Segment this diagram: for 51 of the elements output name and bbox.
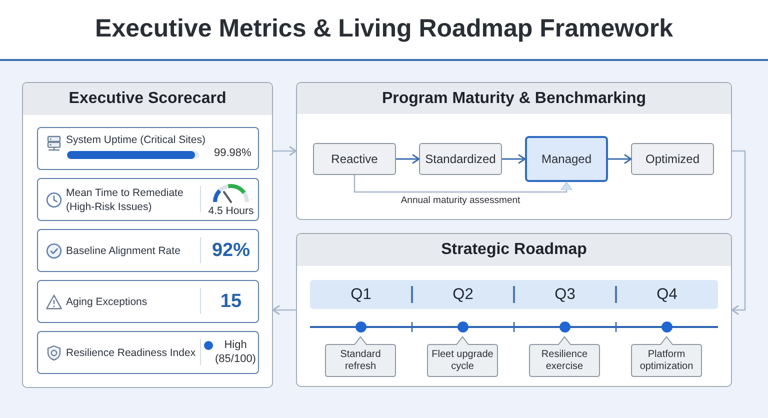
metric-card [37,127,259,170]
metric-card [37,280,259,323]
metric-value: 4.5 Hours [208,205,254,217]
stage-label: Reactive [331,152,378,166]
callout-box [427,336,498,377]
stage-box [631,143,714,175]
panel-title: Executive Scorecard [68,90,226,108]
quarter-label: Q2 [452,286,474,304]
callout-text: Fleet upgrade cycle [430,348,494,372]
stage-box [525,136,608,182]
panel-title: Program Maturity & Benchmarking [382,90,646,108]
quarter-label: Q1 [350,286,372,304]
metric-value: 99.98% [214,147,252,160]
metric-label: Resilience Readiness Index [66,346,196,360]
stage-label: Standardized [425,152,496,166]
arrow [396,154,420,164]
quarter-label: Q4 [656,286,678,304]
metric-label: Aging Exceptions [66,294,148,308]
arrow [272,305,296,315]
stage-box [313,143,396,175]
arrow [608,154,632,164]
panel [296,82,732,220]
metric-card [37,331,259,374]
panel [22,82,273,388]
arrow [502,154,526,164]
callout-box [631,336,702,377]
panel [296,233,732,387]
metric-value: 92% [212,240,250,262]
callout-box [529,336,600,377]
metric-label: Mean Time to Remediate (High-Risk Issues) [66,186,184,214]
arrow [273,146,297,156]
panel-title: Strategic Roadmap [441,241,587,259]
callout-box [325,336,396,377]
stage-label: Optimized [645,152,700,166]
quarter-label: Q3 [554,286,576,304]
arrow [731,150,746,315]
metric-card [37,229,259,272]
metric-value: High (85/100) [214,338,257,366]
metric-label: Baseline Alignment Rate [66,244,180,258]
stage-box [419,143,502,175]
edge-label: Annual maturity assessment [398,195,522,207]
callout-text: Resilience exercise [540,348,589,372]
arrow [354,175,572,193]
metric-card [37,178,259,221]
stage-label: Managed [541,152,592,166]
metric-label: System Uptime (Critical Sites) [66,133,206,147]
quarter-band [310,280,718,309]
title: Executive Metrics & Living Roadmap Framework [95,14,673,44]
callout-text: Standard refresh [339,348,382,372]
metric-value: 15 [220,290,242,312]
callout-text: Platform optimization [638,348,694,372]
